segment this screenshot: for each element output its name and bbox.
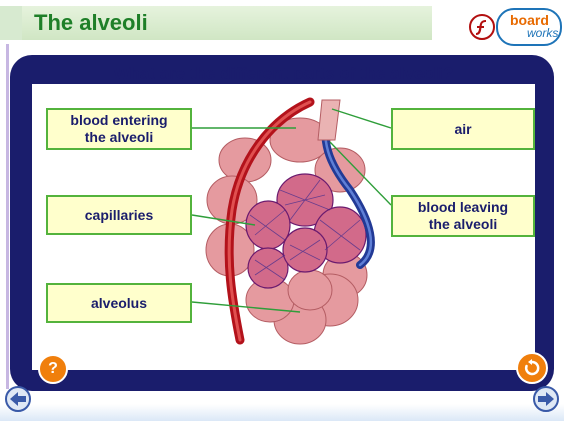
- footer-bar: [0, 404, 564, 421]
- label-alveolus[interactable]: alveolus: [46, 283, 192, 323]
- label-capillaries[interactable]: capillaries: [46, 195, 192, 235]
- help-button[interactable]: ?: [38, 354, 68, 384]
- label-air[interactable]: air: [391, 108, 535, 150]
- airway-tube: [318, 100, 340, 140]
- reset-icon: [523, 359, 541, 377]
- previous-slide-button[interactable]: [4, 385, 32, 413]
- next-slide-button[interactable]: [532, 385, 560, 413]
- reset-button[interactable]: [516, 352, 548, 384]
- label-blood-leaving[interactable]: blood leaving the alveoli: [391, 195, 535, 237]
- label-blood-entering[interactable]: blood entering the alveoli: [46, 108, 192, 150]
